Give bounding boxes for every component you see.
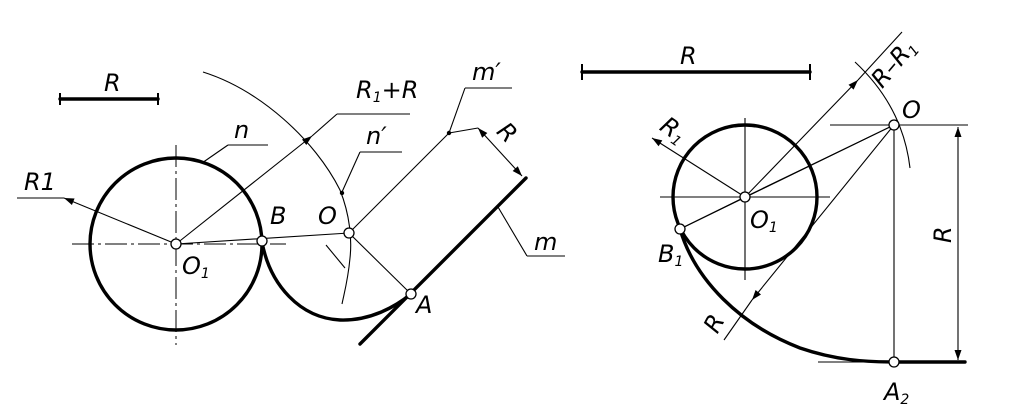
o-label: O	[318, 202, 337, 230]
right-figure: R R R–R1 R1 R	[580, 31, 968, 408]
arc-n-prime	[202, 71, 352, 305]
o1-label-main: O	[182, 252, 201, 280]
r-minus-r1-label: R–R1	[865, 33, 923, 94]
r-diag-arrow	[751, 124, 895, 301]
point-o	[343, 227, 355, 239]
o1-label-sub: 1	[201, 266, 210, 282]
r1-label: R1	[24, 168, 56, 196]
n-prime-leader	[341, 151, 361, 193]
b1-label-sub: 1	[674, 254, 683, 270]
o1-right-label-sub: 1	[769, 220, 778, 236]
r-diag-leader	[723, 299, 753, 341]
r1-plus-r-leader	[311, 113, 338, 137]
r1-plus-r-arrow	[175, 135, 313, 245]
arc-b1-to-a2	[678, 227, 896, 364]
point-b1	[674, 223, 686, 235]
r1-plus-r-label-rest: +R	[382, 76, 419, 104]
a-label: A	[414, 291, 432, 319]
r1-plus-r-label: R1+R	[356, 76, 418, 106]
r-dimension-extension-top	[448, 127, 479, 134]
point-o-right	[888, 119, 900, 131]
r-dimension-label: R	[491, 117, 523, 149]
m-prime-label: m′	[472, 58, 501, 86]
b-label: B	[270, 202, 286, 230]
line-o1-to-b1	[679, 196, 746, 230]
a2-label-sub: 2	[900, 392, 909, 408]
r1-radius-arrow	[63, 197, 177, 245]
r-minus-r1-arrow	[744, 79, 859, 198]
point-o1-right	[739, 191, 751, 203]
circle-o1-right	[671, 123, 819, 271]
m-prime-leader	[448, 87, 466, 134]
line-m	[358, 176, 528, 346]
r-diag-label: R	[698, 310, 731, 338]
n-leader	[201, 144, 229, 164]
a2-label: A2	[882, 378, 909, 408]
o1-right-label-main: O	[750, 206, 769, 234]
r-dimension-line	[477, 127, 523, 177]
right-scale-label: R	[680, 42, 697, 70]
r1-plus-r-label-main: R	[356, 76, 373, 104]
perpendicular-o-to-a	[348, 232, 412, 295]
a2-label-main: A	[882, 378, 900, 406]
m-label: m	[534, 228, 557, 256]
r1-right-label: R1	[654, 111, 692, 150]
o1-label: O1	[182, 252, 210, 282]
b1-label-main: B	[658, 240, 674, 268]
left-scale-label: R	[104, 69, 121, 97]
o1-right-label: O1	[750, 206, 778, 236]
left-figure: R R1 R1+R n n′ m′	[17, 58, 565, 346]
n-prime-label: n′	[366, 122, 387, 150]
vertical-r-label: R	[929, 226, 957, 243]
o-right-label: O	[902, 96, 921, 124]
n-label: n	[234, 116, 249, 144]
r1-right-arrow	[651, 137, 746, 198]
line-m-prime	[348, 132, 450, 234]
b1-label: B1	[658, 240, 683, 270]
arc-r-minus-r1	[854, 61, 911, 169]
point-a2	[888, 356, 900, 368]
r1-plus-r-label-sub: 1	[373, 90, 382, 106]
n-prime-dot	[339, 190, 345, 196]
o-construction-mark	[325, 244, 346, 269]
point-a	[405, 288, 417, 300]
point-b	[256, 235, 268, 247]
arc-b-to-a	[260, 240, 413, 322]
m-leader	[497, 206, 528, 257]
point-o1	[170, 238, 182, 250]
